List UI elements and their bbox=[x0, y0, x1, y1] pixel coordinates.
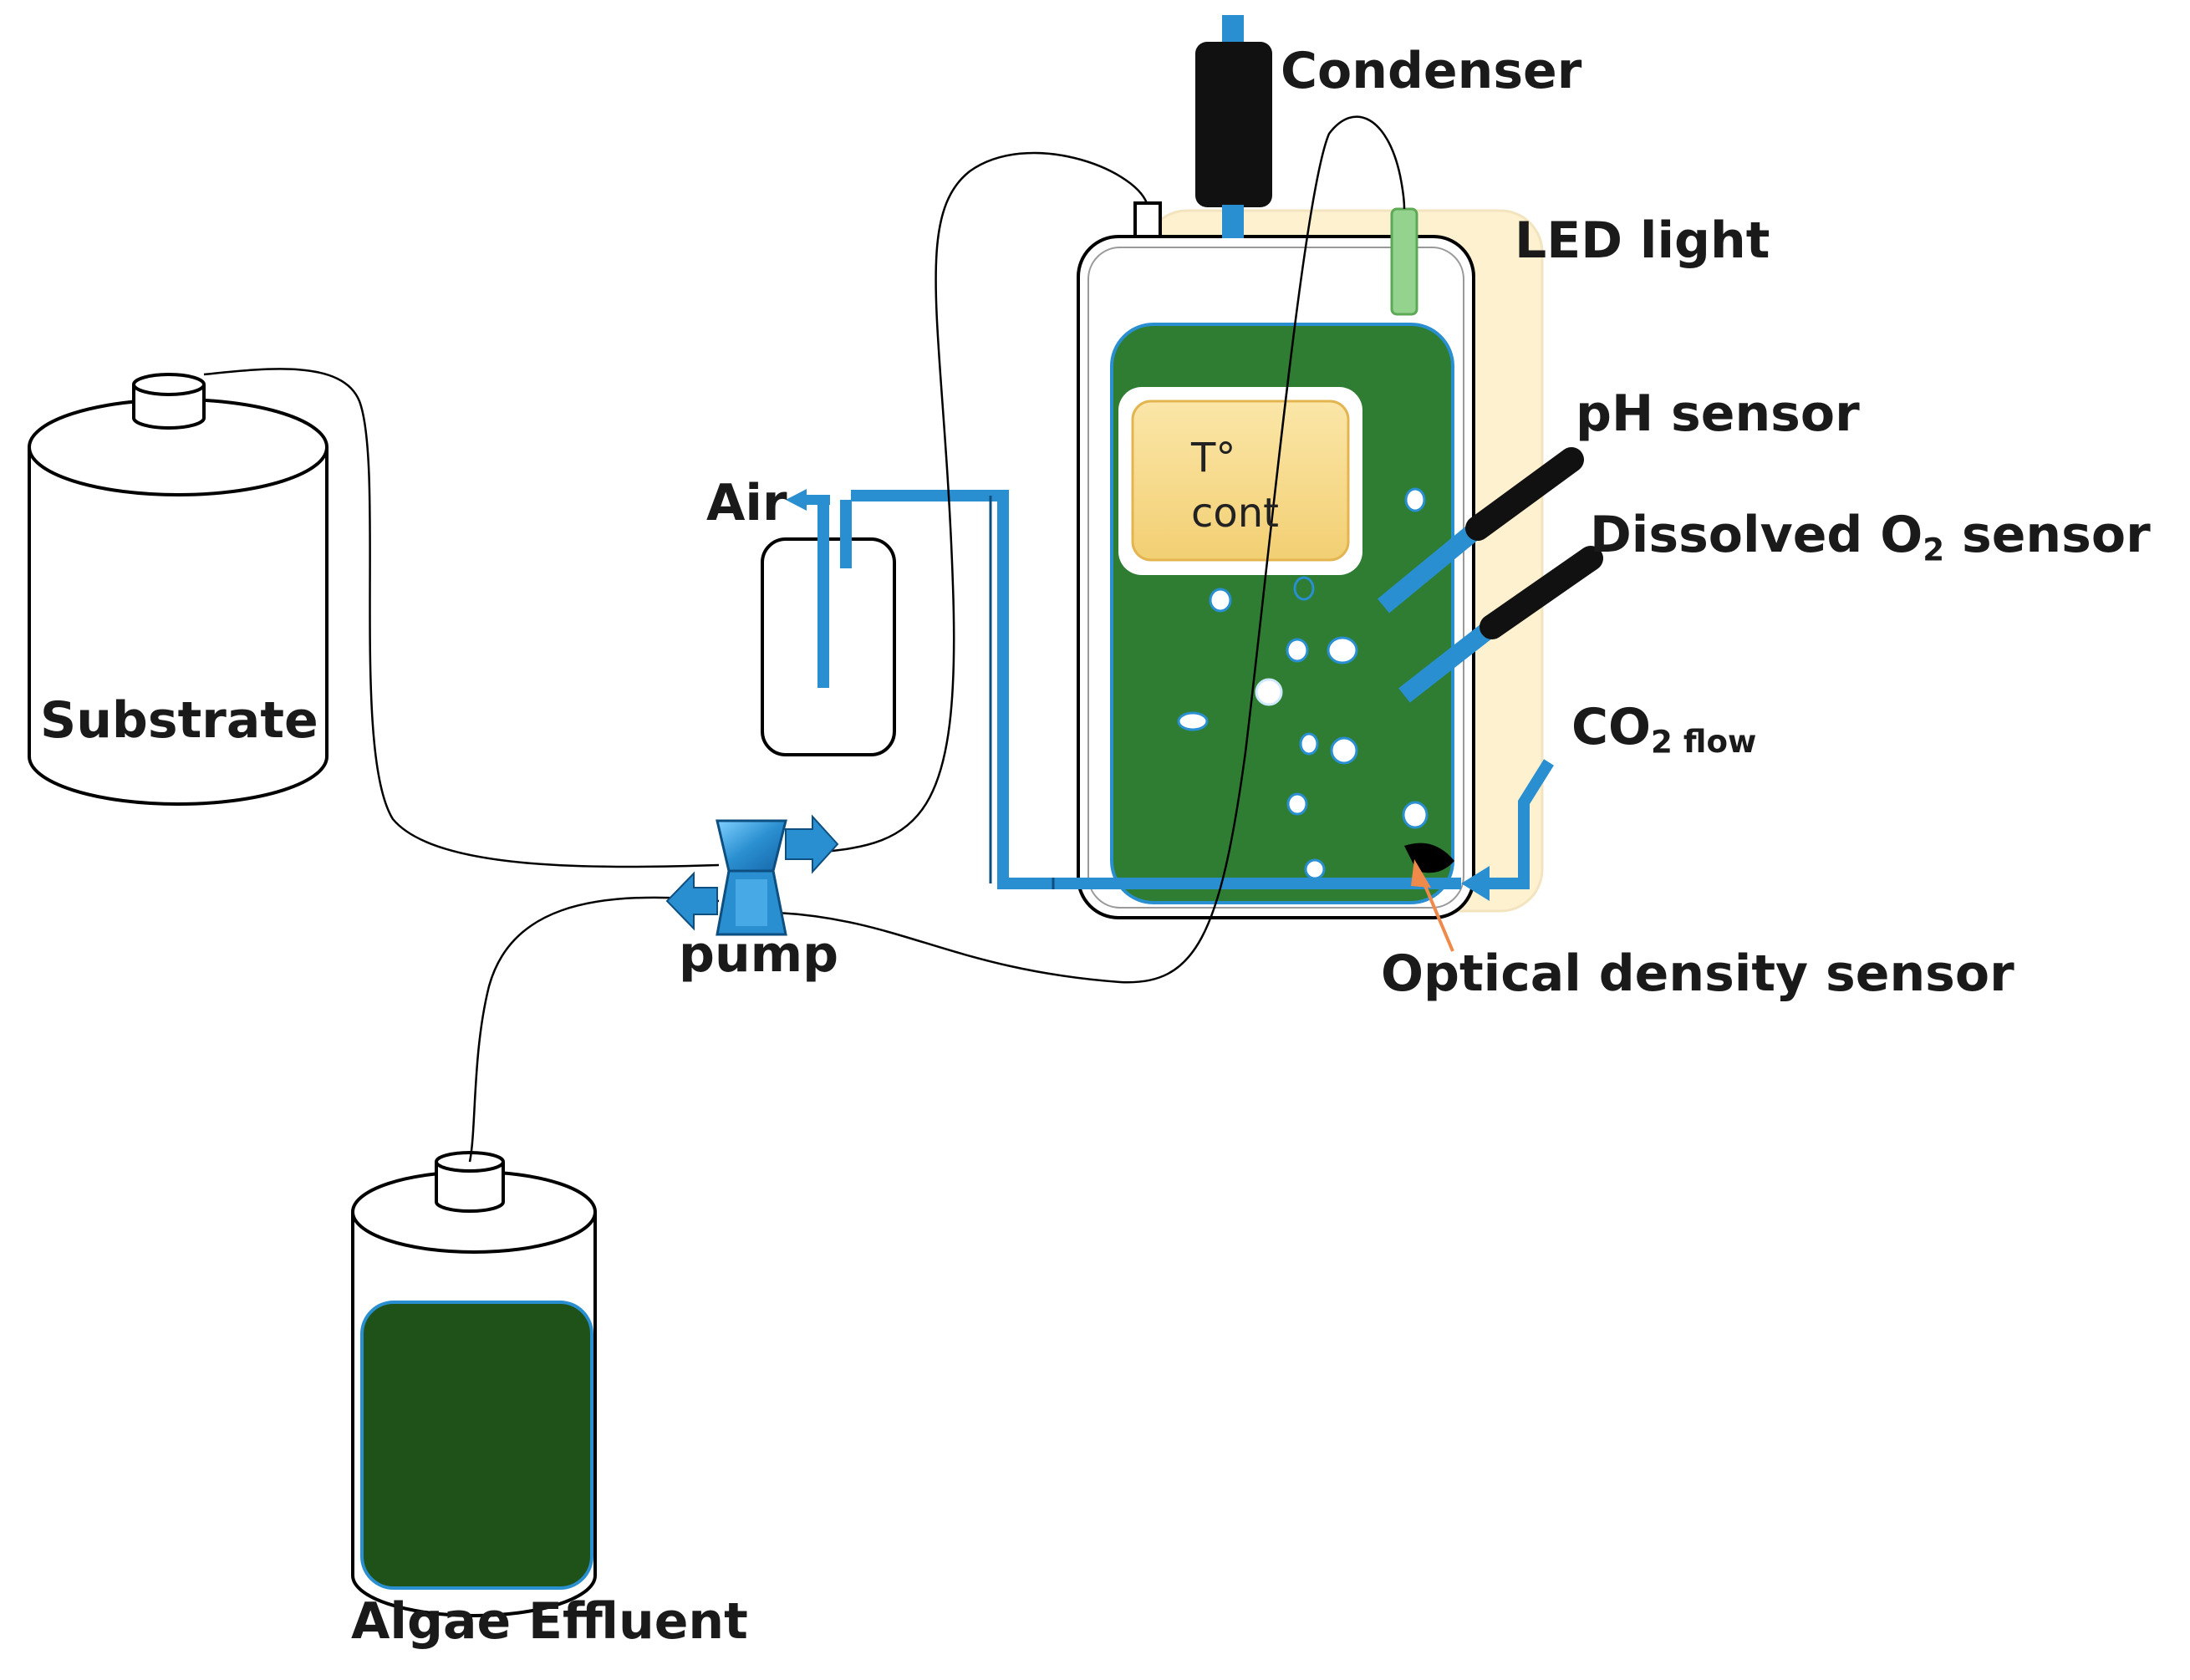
lid-port bbox=[1133, 201, 1162, 238]
dissolved-o2-label-prefix: Dissolved O bbox=[1590, 506, 1923, 564]
substrate-label: Substrate bbox=[40, 691, 318, 750]
air-label: Air bbox=[706, 474, 787, 532]
substrate-tank bbox=[28, 373, 328, 806]
co2-label-sub: 2 bbox=[1651, 723, 1673, 761]
temp-control-line2: cont bbox=[1191, 490, 1279, 537]
condenser bbox=[1195, 15, 1272, 238]
ph-sensor-label: pH sensor bbox=[1576, 384, 1860, 443]
dissolved-o2-label-suffix: sensor bbox=[1944, 506, 2151, 564]
ph-sensor-probe bbox=[1378, 447, 1584, 613]
led-probe bbox=[1390, 207, 1418, 316]
temperature-control-label: T° cont bbox=[1191, 430, 1279, 541]
od-pointer-arrow bbox=[1411, 859, 1454, 952]
temp-control-line1: T° bbox=[1191, 435, 1236, 481]
co2-flow-label: CO2 flow bbox=[1571, 702, 1756, 758]
dissolved-o2-label-sub: 2 bbox=[1923, 531, 1945, 568]
algae-effluent-label: Algae Effluent bbox=[351, 1592, 748, 1651]
led-light-label: LED light bbox=[1515, 211, 1770, 270]
temperature-control-box bbox=[1118, 387, 1362, 575]
co2-label-suffix: flow bbox=[1672, 723, 1757, 761]
pump-label: pump bbox=[679, 925, 839, 984]
optical-density-sensor-label: Optical density sensor bbox=[1381, 944, 2014, 1003]
algae-effluent-tank bbox=[351, 1151, 597, 1617]
co2-inflow-tubing bbox=[1484, 759, 1554, 889]
co2-inlet-arrow bbox=[1461, 866, 1490, 901]
pump bbox=[665, 814, 839, 936]
co2-label-prefix: CO bbox=[1571, 698, 1652, 756]
air-circulation-tubing bbox=[817, 490, 1461, 889]
connection-wires bbox=[203, 115, 1406, 1163]
effluent-liquid bbox=[360, 1301, 593, 1590]
air-outlet-arrow bbox=[786, 489, 830, 511]
air-bubbles bbox=[1177, 487, 1429, 880]
dissolved-o2-sensor-probe bbox=[1398, 546, 1603, 703]
dissolved-o2-sensor-label: Dissolved O2 sensor bbox=[1590, 510, 2151, 566]
condenser-label: Condenser bbox=[1281, 42, 1582, 100]
